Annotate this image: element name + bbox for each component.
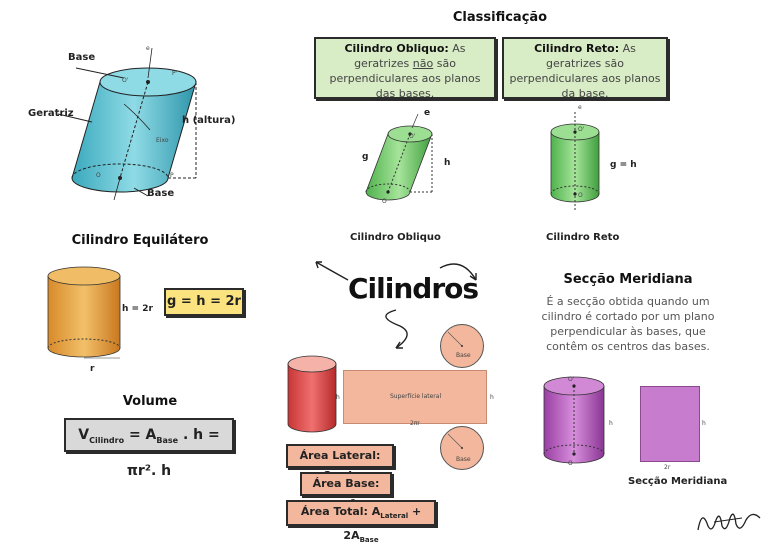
equilatero-title: Cilindro Equilátero [71,233,209,248]
area-total-mid: + 2A [343,505,422,543]
obliquo-definition-box: Cilindro Obliquo: As geratrizes não são … [314,37,496,100]
net-superficie-label: Superfície lateral [390,393,442,400]
equilatero-formula-box: g = h = 2r [164,288,244,316]
volume-a-sub: Base [156,435,179,445]
label-base-bottom: Base [147,188,175,199]
main-title: Cilindros [348,272,479,305]
oblique-cylinder-diagram [57,47,197,201]
label-p: P [170,172,174,179]
oblique-green-cylinder [365,113,433,201]
equilateral-orange-cylinder [47,266,121,359]
lateral-surface-rect [343,370,487,424]
area-total-box: Área Total: ALateral + 2ABase [286,500,436,544]
obliquo-label-e: e [424,108,431,118]
area-total-pre: Área Total: A [300,505,381,518]
seccao-purple-cylinder [543,376,605,464]
area-base-box: Área Base: πr² [300,472,392,510]
volume-formula-box: VCilindro = ABase . h = πr². h [64,418,234,479]
obliquo-text-nao: não [412,57,434,70]
label-base-top: Base [68,52,96,63]
label-o-bottom: O [96,172,101,179]
label-o-top: O' [122,77,129,84]
volume-v: V [78,427,90,443]
label-geratriz: Geratriz [28,108,74,119]
equilatero-label-r: r [90,364,95,374]
obliquo-label-h: h [444,158,451,168]
seccao-description: É a secção obtida quando um cilindro é c… [541,295,715,353]
volume-title: Volume [122,394,178,409]
title-arrows [315,261,477,349]
net-label-h-right: h [490,394,494,401]
net-base-bottom-label: Base [456,456,471,463]
label-p-top: P' [172,70,178,77]
volume-rest: . h = πr². h [126,427,220,479]
reto-caption: Cilindro Reto [546,232,620,243]
obliquo-text-2: são perpendiculares aos planos das bases… [329,57,481,100]
area-lateral-box: Área Lateral: 2πr.h [286,444,394,482]
net-base-bottom-circle [440,426,484,470]
volume-eq: = A [124,427,157,443]
net-radius-lines [447,331,463,449]
label-eixo: Eixo [156,137,169,144]
obliquo-text-1: As geratrizes [354,42,466,70]
reto-name: Cilindro Reto: [534,42,620,55]
reto-label-e: e [578,104,582,111]
label-axis-e: e [146,45,150,52]
seccao-label-o-bottom: O [568,460,573,467]
seccao-label-o-top: O' [568,376,575,383]
classificacao-title: Classificação [452,10,548,25]
obliquo-caption: Cilindro Obliquo [350,232,441,243]
reto-label-gh: g = h [610,160,637,170]
obliquo-label-g: g [362,152,369,162]
seccao-meridiana-rect [640,386,700,462]
seccao-label-h-cyl: h [609,420,613,427]
area-total-sub2: Base [359,536,379,545]
seccao-label-h-rect: h [702,420,706,427]
net-label-2pr: 2πr [410,420,420,427]
label-altura: h (altura) [182,115,236,126]
obliquo-name: Cilindro Obliquo: [344,42,449,55]
seccao-caption: Secção Meridiana [628,476,728,487]
net-base-top-label: Base [456,352,471,359]
seccao-title: Secção Meridiana [563,272,693,287]
reto-green-cylinder [550,112,600,212]
obliquo-label-o-bottom: O [382,198,387,205]
reto-text: As geratrizes são perpendiculares aos pl… [509,42,661,100]
net-red-cylinder [287,355,337,433]
reto-definition-box: Cilindro Reto: As geratrizes são perpend… [502,37,668,100]
equilatero-label-h: h = 2r [122,304,153,314]
reto-label-o-top: O' [578,126,585,133]
obliquo-label-o-top: O' [409,133,416,140]
seccao-label-2r: 2r [664,464,671,471]
volume-v-sub: Cilindro [89,435,125,445]
reto-label-o-bottom: O [578,192,583,199]
signature [697,513,761,531]
area-total-sub1: Lateral [380,512,409,521]
net-label-h-left: h [336,394,340,401]
